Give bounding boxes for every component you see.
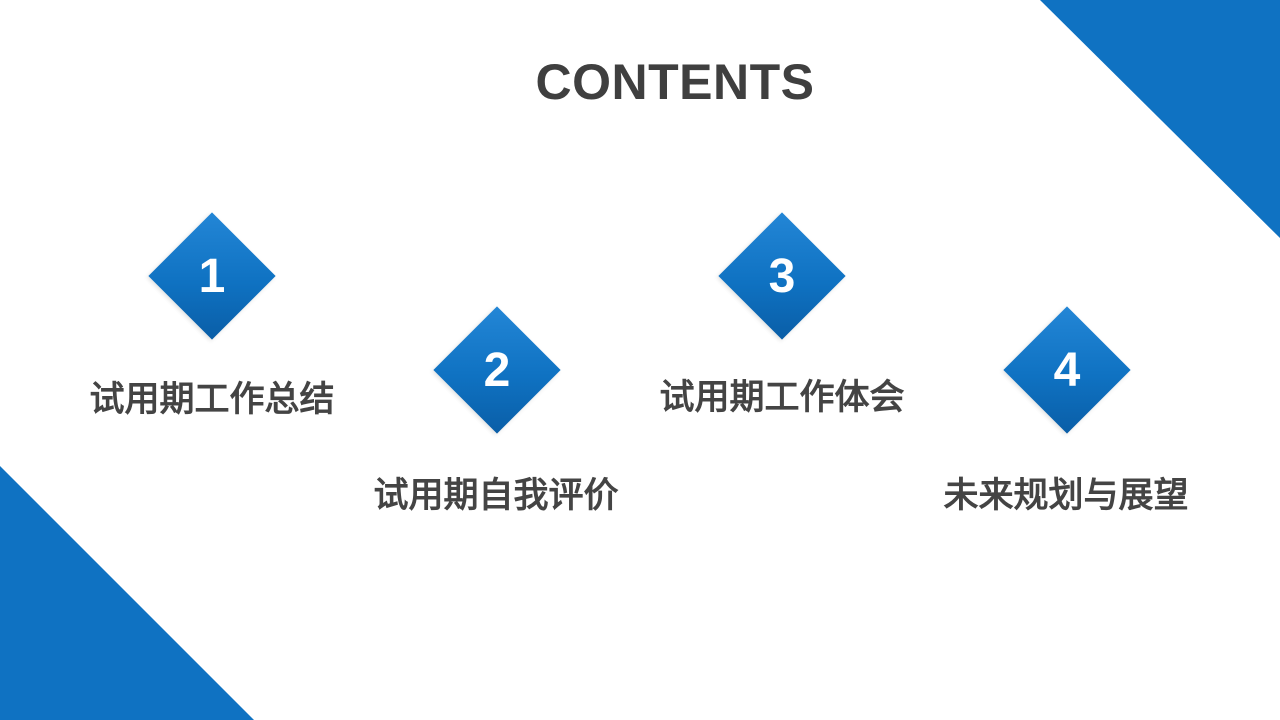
- item-label-1: 试用期工作总结: [89, 380, 335, 420]
- item-label-4: 未来规划与展望: [943, 476, 1189, 516]
- item-label-3: 试用期工作体会: [659, 378, 905, 418]
- item-label-2: 试用期自我评价: [373, 476, 619, 516]
- item-number-4: 4: [1053, 343, 1081, 397]
- corner-triangle-top-right: [1040, 0, 1280, 238]
- item-number-3: 3: [768, 249, 796, 303]
- corner-triangle-bottom-left: [0, 466, 254, 720]
- slide-title: CONTENTS: [535, 54, 815, 110]
- item-number-2: 2: [483, 343, 511, 397]
- item-number-1: 1: [198, 249, 226, 303]
